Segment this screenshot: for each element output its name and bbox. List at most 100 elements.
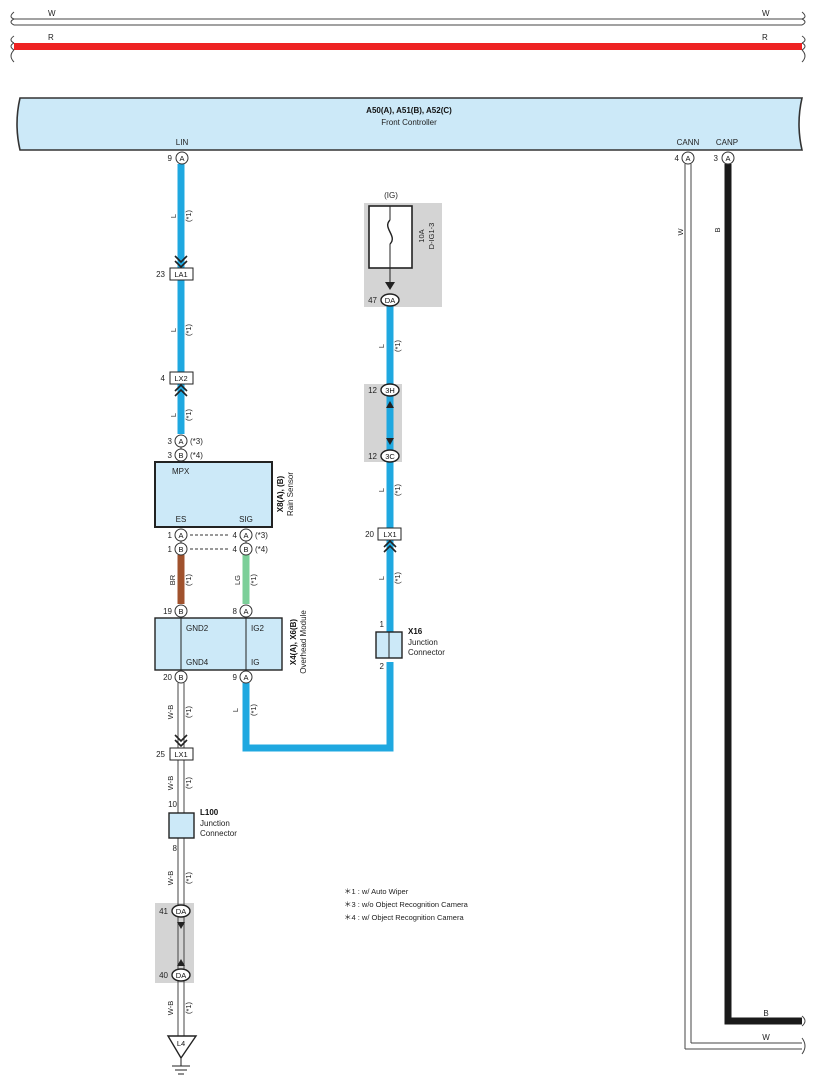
wire-ig-l: [242, 662, 394, 752]
overhead-module-name: Overhead Module: [299, 610, 308, 674]
connector-lx2: LX2 4: [161, 371, 194, 397]
pin-note: (*4): [255, 545, 268, 554]
overhead-module: GND2 IG2 GND4 IG X4(A), X6(B) Overhead M…: [154, 610, 308, 674]
wire-note-label: (*1): [184, 408, 193, 421]
connector-lx2-pin: 4: [161, 374, 166, 383]
front-controller-name: Front Controller: [381, 118, 437, 127]
fuse-d-ig1-3: (IG) 10A D-IG1-3: [368, 191, 436, 290]
connector-la1-pin: 23: [156, 270, 165, 279]
fuse-rating: 10A: [417, 229, 426, 242]
lin-pin-number: 9: [168, 154, 173, 163]
cann-pin-number: 4: [675, 154, 680, 163]
pin-number: 40: [159, 971, 168, 980]
connector-lx1-label: LX1: [174, 750, 187, 759]
connector-letter: A: [178, 437, 183, 446]
ground-l4: L4: [166, 1035, 198, 1075]
arrow-down-icon: [177, 922, 185, 929]
junction-l100-id: L100: [200, 808, 219, 817]
pin-number: 4: [233, 531, 238, 540]
footnote: ＊1 : w/ Auto Wiper: [344, 887, 409, 896]
arrow-up-icon: [177, 959, 185, 966]
pin-number: 41: [159, 907, 168, 916]
connector-lx1-pin: 25: [156, 750, 165, 759]
pin-name-ig2: IG2: [251, 624, 264, 633]
pin-name-sig: SIG: [239, 515, 253, 524]
canp-connector-letter: A: [725, 154, 730, 163]
connector-lx1-ground: LX1 25: [156, 734, 194, 761]
ground-icon: [172, 1058, 190, 1075]
wire-color-label: L: [377, 488, 386, 492]
wire-ground-wb: [177, 683, 185, 1036]
overhead-top-pins: 19 B 8 A: [163, 604, 253, 618]
junction-x16-id: X16: [408, 627, 423, 636]
fuse-power-source: (IG): [384, 191, 398, 200]
pin-name-mpx: MPX: [172, 467, 190, 476]
top-wire-w: W W: [10, 9, 806, 26]
connector-3h: 12 3H: [368, 383, 400, 408]
pin-note: (*3): [255, 531, 268, 540]
arrow-down-icon: [386, 438, 394, 445]
wire-note-label: (*1): [184, 776, 193, 789]
connector-label: DA: [176, 971, 186, 980]
wire-color-label: W-B: [166, 776, 175, 790]
wire-color-label: LG: [233, 575, 242, 585]
footnote: ＊3 : w/o Object Recognition Camera: [344, 900, 469, 909]
footnotes: ＊1 : w/ Auto Wiper ＊3 : w/o Object Recog…: [344, 887, 469, 922]
pin-number: 3: [168, 451, 173, 460]
overhead-bottom-pins: 20 B 9 A: [163, 670, 253, 684]
front-controller: A50(A), A51(B), A52(C) Front Controller …: [16, 97, 804, 151]
wire-color-label: L: [169, 214, 178, 218]
wire-color-label: W-B: [166, 871, 175, 885]
canp-pin: 3 A: [714, 151, 735, 165]
connector-letter: B: [243, 545, 248, 554]
canp-wire-color: B: [713, 227, 722, 232]
wire-note-label: (*1): [184, 705, 193, 718]
wire-note-label: (*1): [249, 703, 258, 716]
junction-x16-name: Junction: [408, 638, 438, 647]
chevron-down-icon: [174, 255, 188, 269]
pin-number: 19: [163, 607, 172, 616]
fuse-icon: [387, 219, 393, 245]
pin-name-cann: CANN: [677, 138, 700, 147]
footnote: ＊4 : w/ Object Recognition Camera: [344, 913, 464, 922]
pin-name-lin: LIN: [176, 138, 189, 147]
rain-sensor-name: Rain Sensor: [286, 472, 295, 516]
wire-note-label: (*1): [184, 871, 193, 884]
pin-number: 1: [380, 620, 385, 629]
wire-note-label: (*1): [249, 573, 258, 586]
front-controller-connectors: A50(A), A51(B), A52(C): [366, 106, 452, 115]
pin-number: 12: [368, 386, 377, 395]
connector-da47: 47 DA: [368, 293, 400, 307]
wire-label-b: B: [763, 1009, 768, 1018]
arrow-down-icon: [385, 282, 395, 290]
pin-note: (*4): [190, 451, 203, 460]
wire-label-w-left: W: [48, 9, 56, 18]
connector-lx1-fuse: 20 LX1: [365, 527, 402, 553]
pin-number: 8: [173, 844, 178, 853]
connector-3h-3c-shade: [364, 384, 402, 462]
wire-break-b: [801, 1015, 806, 1027]
wire-label-w-right: W: [762, 9, 770, 18]
cann-wire-color: W: [676, 228, 685, 236]
connector-3c: 12 3C: [368, 438, 400, 463]
pin-number: 1: [168, 531, 173, 540]
pin-number: 10: [168, 800, 177, 809]
connector-lx2-label: LX2: [174, 374, 187, 383]
connector-label: DA: [176, 907, 186, 916]
pin-number: 12: [368, 452, 377, 461]
pin-name-es: ES: [176, 515, 187, 524]
pin-number: 1: [168, 545, 173, 554]
pin-number: 4: [233, 545, 238, 554]
wire-color-label: L: [377, 344, 386, 348]
connector-letter: A: [243, 607, 248, 616]
junction-l100-name: Junction: [200, 819, 230, 828]
connector-lx1-label: LX1: [383, 530, 396, 539]
wire-color-label: L: [169, 328, 178, 332]
cann-connector-letter: A: [685, 154, 690, 163]
pin-name-gnd4: GND4: [186, 658, 209, 667]
connector-letter: A: [243, 673, 248, 682]
pin-number: 47: [368, 296, 377, 305]
wire-note-label: (*1): [184, 1001, 193, 1014]
lin-wire-labels: L (*1) L (*1) L (*1): [169, 209, 193, 421]
wire-note-label: (*1): [184, 573, 193, 586]
